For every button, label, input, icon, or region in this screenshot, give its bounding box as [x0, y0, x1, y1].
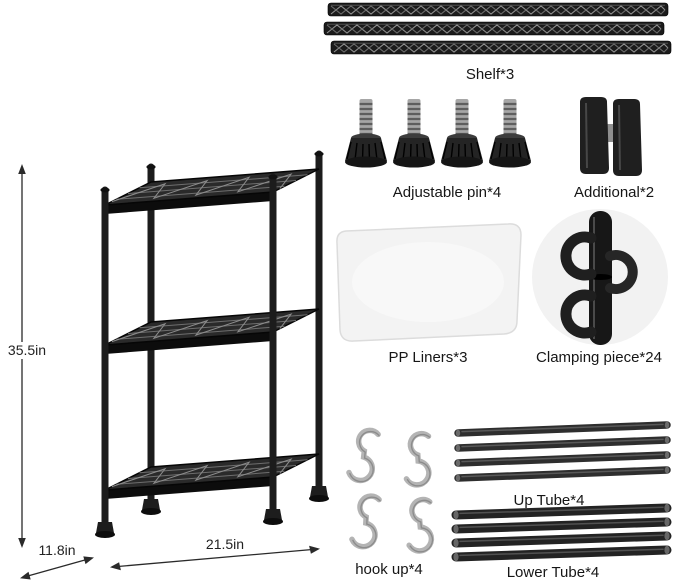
shelf-row: [323, 21, 665, 36]
up-tube: [456, 452, 669, 467]
depth-dimension-arrow: [20, 556, 94, 580]
shelf-stack-illustration: [323, 2, 672, 55]
width-dimension-arrow: [110, 545, 320, 571]
lower-tube: [453, 532, 669, 547]
pp-liners-part-label: PP Liners*3: [388, 349, 468, 366]
s-hooks-illustration: [348, 429, 436, 553]
adjustable-pin: [391, 97, 437, 169]
rack-illustration: [95, 150, 329, 538]
adjustable-pin-part-label: Adjustable pin*4: [392, 184, 502, 201]
clamping-piece-illustration: [532, 209, 668, 345]
rack-pole-cap: [268, 174, 278, 180]
rack-foot: [309, 486, 329, 502]
rack-foot: [263, 509, 283, 525]
additional-pieces-illustration: [580, 97, 642, 176]
shelf-row: [330, 40, 672, 55]
adjustable-pin: [487, 97, 533, 169]
clamping-piece-part-label: Clamping piece*24: [536, 349, 662, 366]
width-dimension-label: 21.5in: [205, 536, 245, 552]
shelf-row: [327, 2, 669, 17]
adjustable-pins-illustration: [343, 97, 533, 169]
up-tube: [456, 422, 669, 437]
lower-tube: [453, 518, 669, 533]
pp-liner-illustration: [336, 223, 522, 342]
up-tube: [456, 467, 669, 482]
adjustable-pin: [439, 97, 485, 169]
additional-part-label: Additional*2: [573, 184, 655, 201]
rack-shelf-top: [104, 168, 320, 215]
rack-pole-cap: [314, 151, 324, 157]
lower-tube-part-label: Lower Tube*4: [506, 564, 600, 581]
rack-pole-cap: [100, 187, 110, 193]
shelf-part-label: Shelf*3: [465, 66, 515, 83]
rack-shelf-middle: [104, 308, 320, 355]
height-dimension-label: 35.5in: [1, 342, 53, 359]
s-hook: [405, 499, 436, 553]
lower-tube: [453, 546, 669, 561]
up-tube-part-label: Up Tube*4: [513, 492, 585, 509]
rack-pole-cap: [146, 164, 156, 170]
depth-dimension-label: 11.8in: [38, 542, 76, 558]
s-hook: [348, 429, 379, 483]
adjustable-pin: [343, 97, 389, 169]
s-hook: [403, 433, 433, 487]
lower-tubes-illustration: [453, 504, 669, 561]
up-tube: [456, 437, 669, 452]
hook-up-part-label: hook up*4: [355, 561, 423, 578]
up-tubes-illustration: [456, 422, 669, 482]
rack-foot: [141, 499, 161, 515]
s-hook: [352, 495, 381, 548]
rack-foot: [95, 522, 115, 538]
rack-shelf-bottom: [104, 453, 320, 500]
